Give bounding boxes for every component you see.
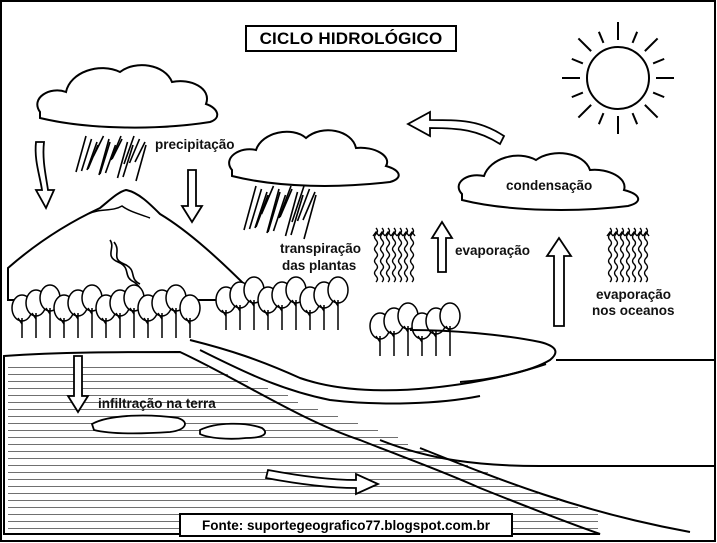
mountain-snowcap	[87, 205, 151, 219]
label-ocean-evaporation-2: nos oceanos	[592, 303, 675, 318]
ocean-vapor-icon	[606, 227, 650, 283]
source-credit: Fonte: suportegeografico77.blogspot.com.…	[179, 513, 513, 537]
arrow-infiltration-down-icon	[66, 355, 90, 414]
arrow-ocean-up-icon	[545, 236, 573, 327]
rain-left	[75, 135, 147, 182]
cloud-right	[457, 152, 639, 211]
arrow-groundflow-icon	[264, 468, 381, 496]
arrow-precip-left-icon	[34, 141, 56, 211]
label-transpiration-2: das plantas	[282, 258, 357, 273]
label-condensation: condensação	[506, 178, 593, 193]
seabed-slope	[419, 447, 691, 533]
shoreline	[409, 329, 557, 383]
label-precipitation: precipitação	[155, 137, 235, 152]
arrow-precip-center-icon	[180, 169, 204, 224]
transpiration-vapor-icon	[372, 227, 416, 283]
label-infiltration: infiltração na terra	[98, 396, 216, 411]
groundwater-pocket-2	[199, 422, 267, 440]
label-ocean-evaporation-1: evaporação	[596, 287, 672, 302]
groundwater-pocket-1	[90, 414, 186, 435]
label-evaporation: evaporação	[455, 243, 531, 258]
rain-center	[243, 185, 317, 240]
ocean-floor	[379, 439, 714, 467]
forest-left	[11, 284, 201, 338]
cloud-center	[228, 129, 400, 187]
page-title: CICLO HIDROLÓGICO	[245, 25, 457, 52]
sun-icon	[562, 22, 674, 134]
cloud-top-left	[36, 64, 219, 129]
label-transpiration-1: transpiração	[280, 241, 362, 256]
arrow-evaporation-up-icon	[430, 220, 454, 273]
arrow-top-left-icon	[406, 110, 506, 146]
forest-center	[215, 276, 349, 330]
mountain	[7, 188, 263, 301]
